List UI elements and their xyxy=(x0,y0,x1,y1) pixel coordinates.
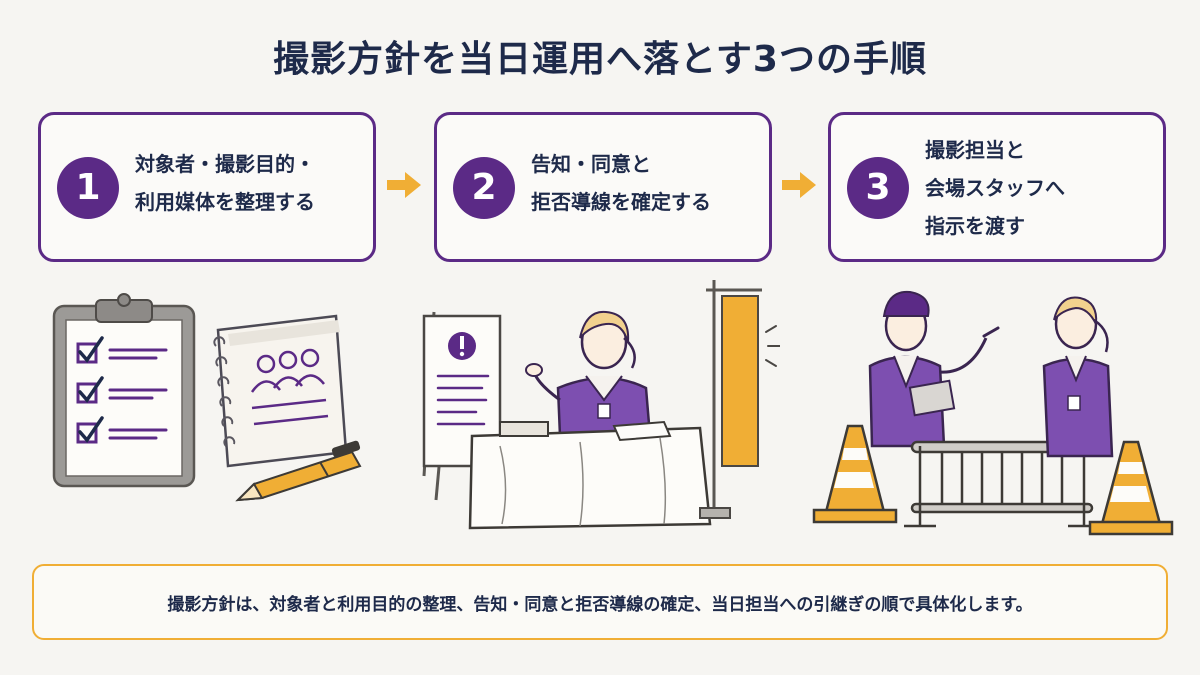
step-2-card: 2 告知・同意と 拒否導線を確定する xyxy=(434,112,772,262)
step-label: 撮影担当と 会場スタッフへ 指示を渡す xyxy=(925,131,1153,245)
arrow-right-icon xyxy=(782,172,816,198)
notebook-icon xyxy=(213,314,348,468)
step-label: 対象者・撮影目的・ 利用媒体を整理する xyxy=(135,145,363,221)
step-1-card: 1 対象者・撮影目的・ 利用媒体を整理する xyxy=(38,112,376,262)
staff-member-cap-icon xyxy=(868,290,1000,448)
step-label-line: 対象者・撮影目的・ xyxy=(135,152,315,176)
traffic-cone-icon xyxy=(812,424,898,524)
pen-icon xyxy=(235,440,362,502)
step-number-badge: 2 xyxy=(453,157,515,219)
clipboard-icon xyxy=(52,293,196,488)
step-number-badge: 3 xyxy=(847,157,909,219)
summary-box: 撮影方針は、対象者と利用目的の整理、告知・同意と拒否導線の確定、当日担当への引継… xyxy=(32,564,1168,640)
summary-text: 撮影方針は、対象者と利用目的の整理、告知・同意と拒否導線の確定、当日担当への引継… xyxy=(167,594,1033,615)
step-3-card: 3 撮影担当と 会場スタッフへ 指示を渡す xyxy=(828,112,1166,262)
step-label-line: 利用媒体を整理する xyxy=(135,190,315,214)
staff-member-ponytail-icon xyxy=(1042,296,1114,458)
step-label-line: 指示を渡す xyxy=(925,214,1025,238)
step-label: 告知・同意と 拒否導線を確定する xyxy=(531,145,759,221)
desk-icon xyxy=(468,420,712,530)
page-title: 撮影方針を当日運用へ落とす3つの手順 xyxy=(273,39,927,80)
staff-briefing-illustration xyxy=(812,290,1174,536)
arrow-right-icon xyxy=(387,172,421,198)
reception-desk-illustration xyxy=(422,280,780,530)
step-label-line: 告知・同意と xyxy=(531,152,651,176)
banner-flag-icon xyxy=(699,280,780,519)
traffic-cone-icon xyxy=(1088,440,1174,536)
step-number-badge: 1 xyxy=(57,157,119,219)
clipboard-checklist-illustration xyxy=(52,293,362,502)
step-label-line: 撮影担当と xyxy=(925,138,1025,162)
step-label-line: 拒否導線を確定する xyxy=(531,190,711,214)
step-label-line: 会場スタッフへ xyxy=(925,176,1065,200)
receptionist-icon xyxy=(525,310,652,438)
